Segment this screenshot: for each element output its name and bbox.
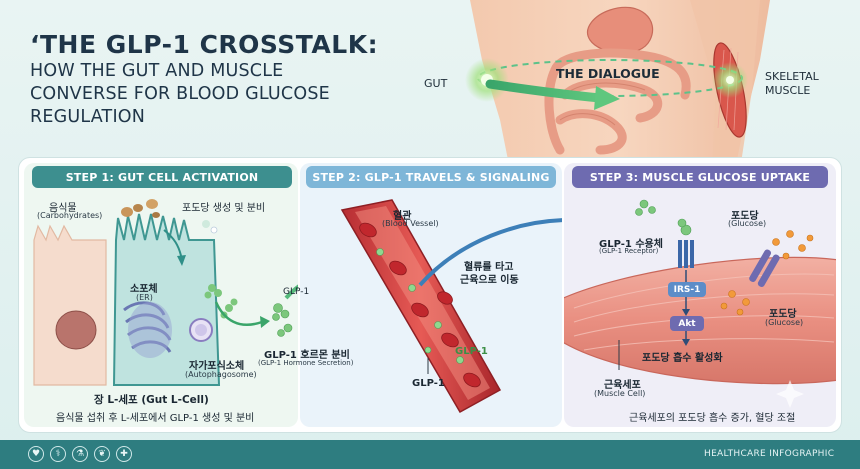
akt-node: [670, 316, 704, 331]
step2-header: STEP 2: GLP-1 TRAVELS & SIGNALING: [306, 166, 556, 188]
step1-caption: 음식물 섭취 후 L-세포에서 GLP-1 생성 및 분비: [56, 413, 255, 424]
hero-illustration: [465, 0, 770, 170]
glucose-right-label: 포도당: [769, 309, 797, 320]
footer-label: HEALTHCARE INFOGRAPHIC: [704, 449, 835, 459]
akt-label: Akt: [678, 319, 696, 329]
glucose-production-label: 포도당 생성 및 분비: [182, 203, 266, 214]
travel-label-1: 혈류를 타고: [464, 262, 514, 273]
footer-bar: [0, 440, 860, 469]
glucose-dots: [720, 230, 814, 316]
step1-header: STEP 1: GUT CELL ACTIVATION: [32, 166, 292, 188]
autophagosome-label-en: (Autophagosome): [185, 370, 257, 379]
food-label-en: (Carbohydrates): [37, 211, 103, 220]
vessel-label-en: (Blood Vessel): [382, 219, 439, 228]
er-label-en: (ER): [136, 293, 153, 302]
stethoscope-icon: ⚕: [50, 446, 66, 462]
er-label: 소포체: [130, 284, 158, 295]
muscle-cell-illustration: [564, 199, 836, 408]
irs1-node: [668, 282, 706, 297]
subtitle: HOW THE GUT AND MUSCLE CONVERSE FOR BLOO…: [30, 61, 330, 127]
travel-label-2: 근육으로 이동: [460, 275, 519, 286]
step3-header: STEP 3: MUSCLE GLUCOSE UPTAKE: [572, 166, 828, 188]
skeletal-muscle-label: SKELETAL MUSCLE: [765, 70, 819, 97]
flask-icon: ⚗: [72, 446, 88, 462]
glucose-top-label-en: (Glucose): [728, 219, 767, 228]
glp1-receptor: [677, 218, 694, 268]
dialogue-arrow: [485, 79, 605, 103]
autophagosome-label: 자가포식소체: [189, 361, 245, 372]
irs1-label: IRS-1: [673, 285, 701, 295]
receptor-label: GLP-1 수용체: [599, 239, 663, 250]
blood-vessel-illustration: [340, 199, 562, 414]
secretion-label: GLP-1 호르몬 분비: [264, 350, 350, 361]
uptake-activation-label: 포도당 흡수 활성화: [642, 353, 723, 364]
heart-pulse-icon: ♥: [28, 446, 44, 462]
glucose-top-label: 포도당: [731, 211, 759, 222]
glp1-label-bottom: GLP-1: [412, 378, 445, 389]
receptor-label-en: (GLP-1 Receptor): [599, 247, 659, 255]
secretion-label-en: (GLP-1 Hormone Secretion): [258, 359, 354, 367]
glp1-label-in-vessel: GLP-1: [455, 346, 488, 357]
glucose-right-label-en: (Glucose): [765, 318, 804, 327]
title-block: ‘THE GLP-1 CROSSTALK: HOW THE GUT AND MU…: [30, 30, 378, 129]
muscle-cell-label: 근육세포: [604, 380, 641, 391]
vessel-label: 혈관: [393, 211, 412, 222]
food-label: 음식물: [49, 203, 77, 214]
muscle-cell-label-en: (Muscle Cell): [594, 389, 646, 398]
glucose-transporter: [749, 249, 780, 287]
gut-l-cell-label: 장 L-세포 (Gut L-Cell): [94, 394, 209, 406]
main-title: ‘THE GLP-1 CROSSTALK:: [30, 30, 379, 59]
step3-caption: 근육세포의 포도당 흡수 증가, 혈당 조절: [629, 413, 796, 424]
gut-cell-illustration: [33, 199, 298, 386]
gut-label: GUT: [424, 77, 448, 90]
pill-icon: ✚: [116, 446, 132, 462]
leaf-icon: ❦: [94, 446, 110, 462]
glp1-label-step1: GLP-1: [283, 287, 310, 297]
dialogue-label: THE DIALOGUE: [556, 66, 660, 81]
